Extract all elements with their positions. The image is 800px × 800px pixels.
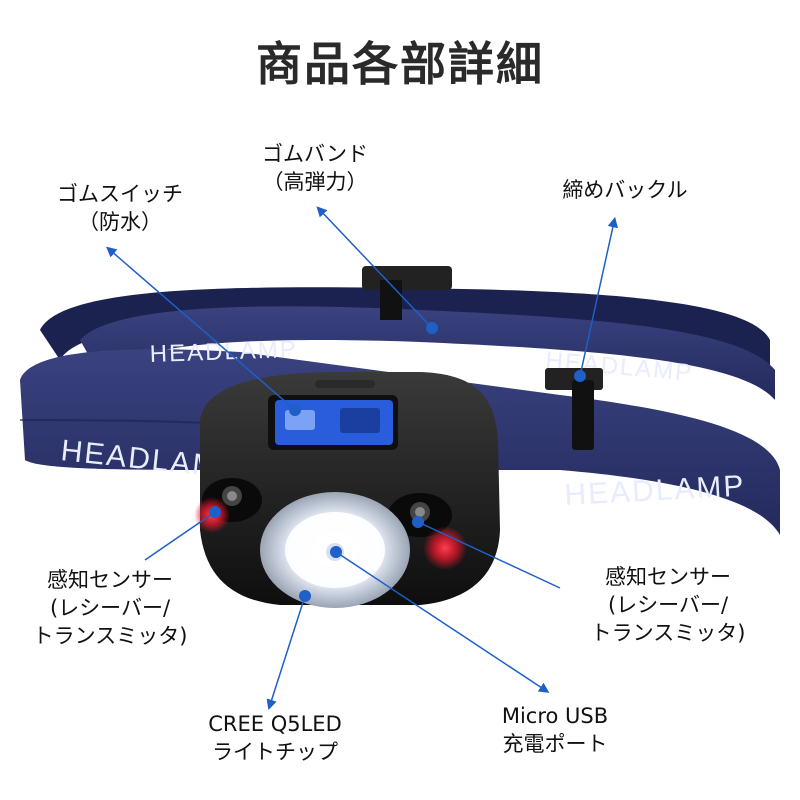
- cree-led-line1: CREE Q5LED: [208, 712, 342, 736]
- strap-text-4: HEADLAMP: [564, 470, 747, 512]
- rubber-switch-line2: （防水）: [78, 210, 162, 234]
- strap-upper: [80, 306, 775, 400]
- label-sensor-right: 感知センサー (レシーバー/ トランスミッタ): [568, 563, 768, 647]
- label-rubber-band: ゴムバンド （高弾力）: [225, 140, 405, 196]
- label-sensor-left: 感知センサー (レシーバー/ トランスミッタ): [15, 566, 205, 650]
- label-cree-led: CREE Q5LED ライトチップ: [180, 710, 370, 766]
- pointer-dots: [209, 322, 586, 602]
- rubber-band-line2: （高弾力）: [262, 170, 368, 194]
- cree-led-line2: ライトチップ: [212, 740, 338, 764]
- buckle-line1: 締めバックル: [562, 178, 688, 202]
- rubber-switch-line1: ゴムスイッチ: [57, 182, 183, 206]
- micro-usb-line1: Micro USB: [501, 704, 609, 728]
- page-title: 商品各部詳細: [256, 37, 544, 91]
- sensor-right-line3: トランスミッタ): [590, 621, 746, 645]
- label-buckle: 締めバックル: [530, 176, 720, 204]
- sensor-left-line1: 感知センサー: [47, 568, 173, 592]
- pointer-lines: [106, 206, 618, 710]
- sensor-left-line3: トランスミッタ): [32, 624, 188, 648]
- headlamp-body: [194, 372, 500, 608]
- buckle-right: [545, 368, 603, 450]
- micro-usb-line2: 充電ポート: [502, 732, 608, 756]
- strap-text-2: HEADLAMP: [149, 336, 298, 368]
- label-rubber-switch: ゴムスイッチ （防水）: [30, 180, 210, 236]
- rubber-band-line1: ゴムバンド: [261, 142, 369, 166]
- label-micro-usb: Micro USB 充電ポート: [460, 702, 650, 758]
- sensor-right-line2: (レシーバー/: [607, 593, 729, 617]
- sensor-right-line1: 感知センサー: [605, 565, 731, 589]
- sensor-left-line2: (レシーバー/: [49, 596, 171, 620]
